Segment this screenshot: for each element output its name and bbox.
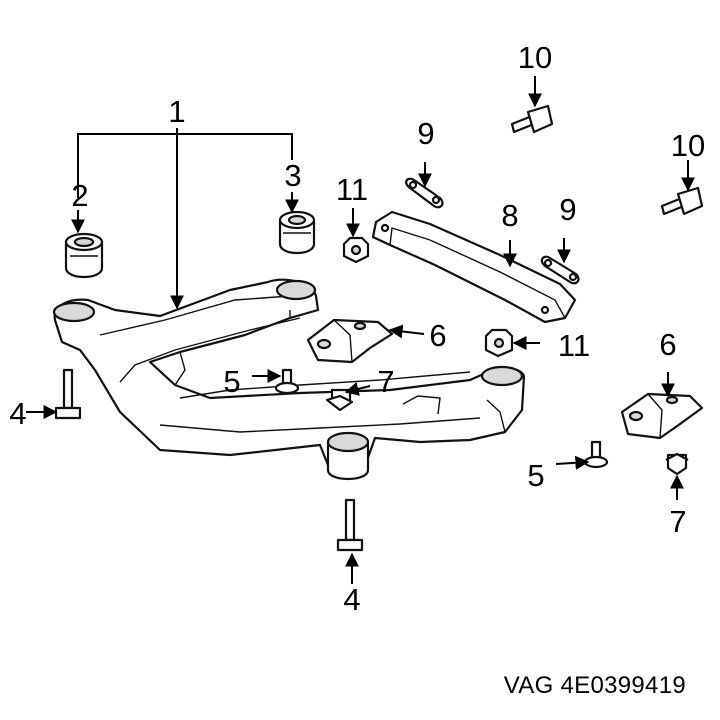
bolt-5a <box>274 368 300 395</box>
callout-10b: 10 <box>671 128 705 163</box>
callout-5b: 5 <box>527 458 544 493</box>
part-number-label: VAG 4E0399419 <box>503 672 686 699</box>
callout-3: 3 <box>284 158 301 193</box>
callout-4b: 4 <box>343 582 360 617</box>
bolt-10b <box>660 186 704 216</box>
nut-11a <box>342 236 370 264</box>
nut-11b <box>484 328 514 358</box>
leader-lines <box>26 76 695 584</box>
callout-10a: 10 <box>518 40 552 75</box>
callout-2: 2 <box>71 178 88 213</box>
callout-5a: 5 <box>223 364 240 399</box>
bolt-4a <box>54 368 82 420</box>
bushing-2 <box>64 232 104 279</box>
subframe <box>52 278 526 481</box>
bolt-10a <box>510 104 554 134</box>
callout-11b: 11 <box>558 328 590 363</box>
callout-8: 8 <box>501 198 518 233</box>
callout-6b: 6 <box>659 327 676 362</box>
bolt-5b <box>583 440 609 469</box>
callout-1: 1 <box>168 94 185 129</box>
mount-bracket-6b <box>620 392 704 440</box>
callout-7b: 7 <box>669 504 686 539</box>
washer-9b <box>540 255 580 285</box>
crossmember-8 <box>371 210 577 324</box>
callout-11a: 11 <box>336 172 368 207</box>
washer-9a <box>405 177 444 209</box>
bushing-3 <box>278 210 316 255</box>
callout-9b: 9 <box>559 192 576 227</box>
nut-7b <box>665 452 689 476</box>
bolt-4b <box>336 498 364 552</box>
callout-7a: 7 <box>377 364 394 399</box>
callout-9a: 9 <box>417 116 434 151</box>
mount-bracket-6a <box>306 318 394 364</box>
callouts: 1 2 3 4 4 5 5 6 6 7 7 8 9 9 10 10 11 11 <box>9 40 705 617</box>
callout-4a: 4 <box>9 396 26 431</box>
callout-6a: 6 <box>429 318 446 353</box>
